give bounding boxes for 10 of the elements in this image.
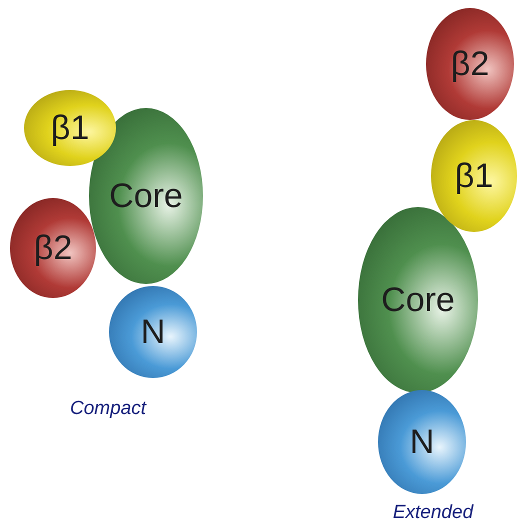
protein-domain: β1 [24,90,116,166]
protein-domain: β2 [10,198,96,298]
protein-domain: β2 [426,8,514,120]
protein-domain: N [378,390,466,494]
protein-domain: β1 [431,120,517,232]
protein-domain: Core [89,108,203,284]
caption: Extended [392,502,474,524]
protein-domain: N [109,286,197,378]
caption: Compact [70,398,146,420]
protein-domain: Core [358,207,478,393]
